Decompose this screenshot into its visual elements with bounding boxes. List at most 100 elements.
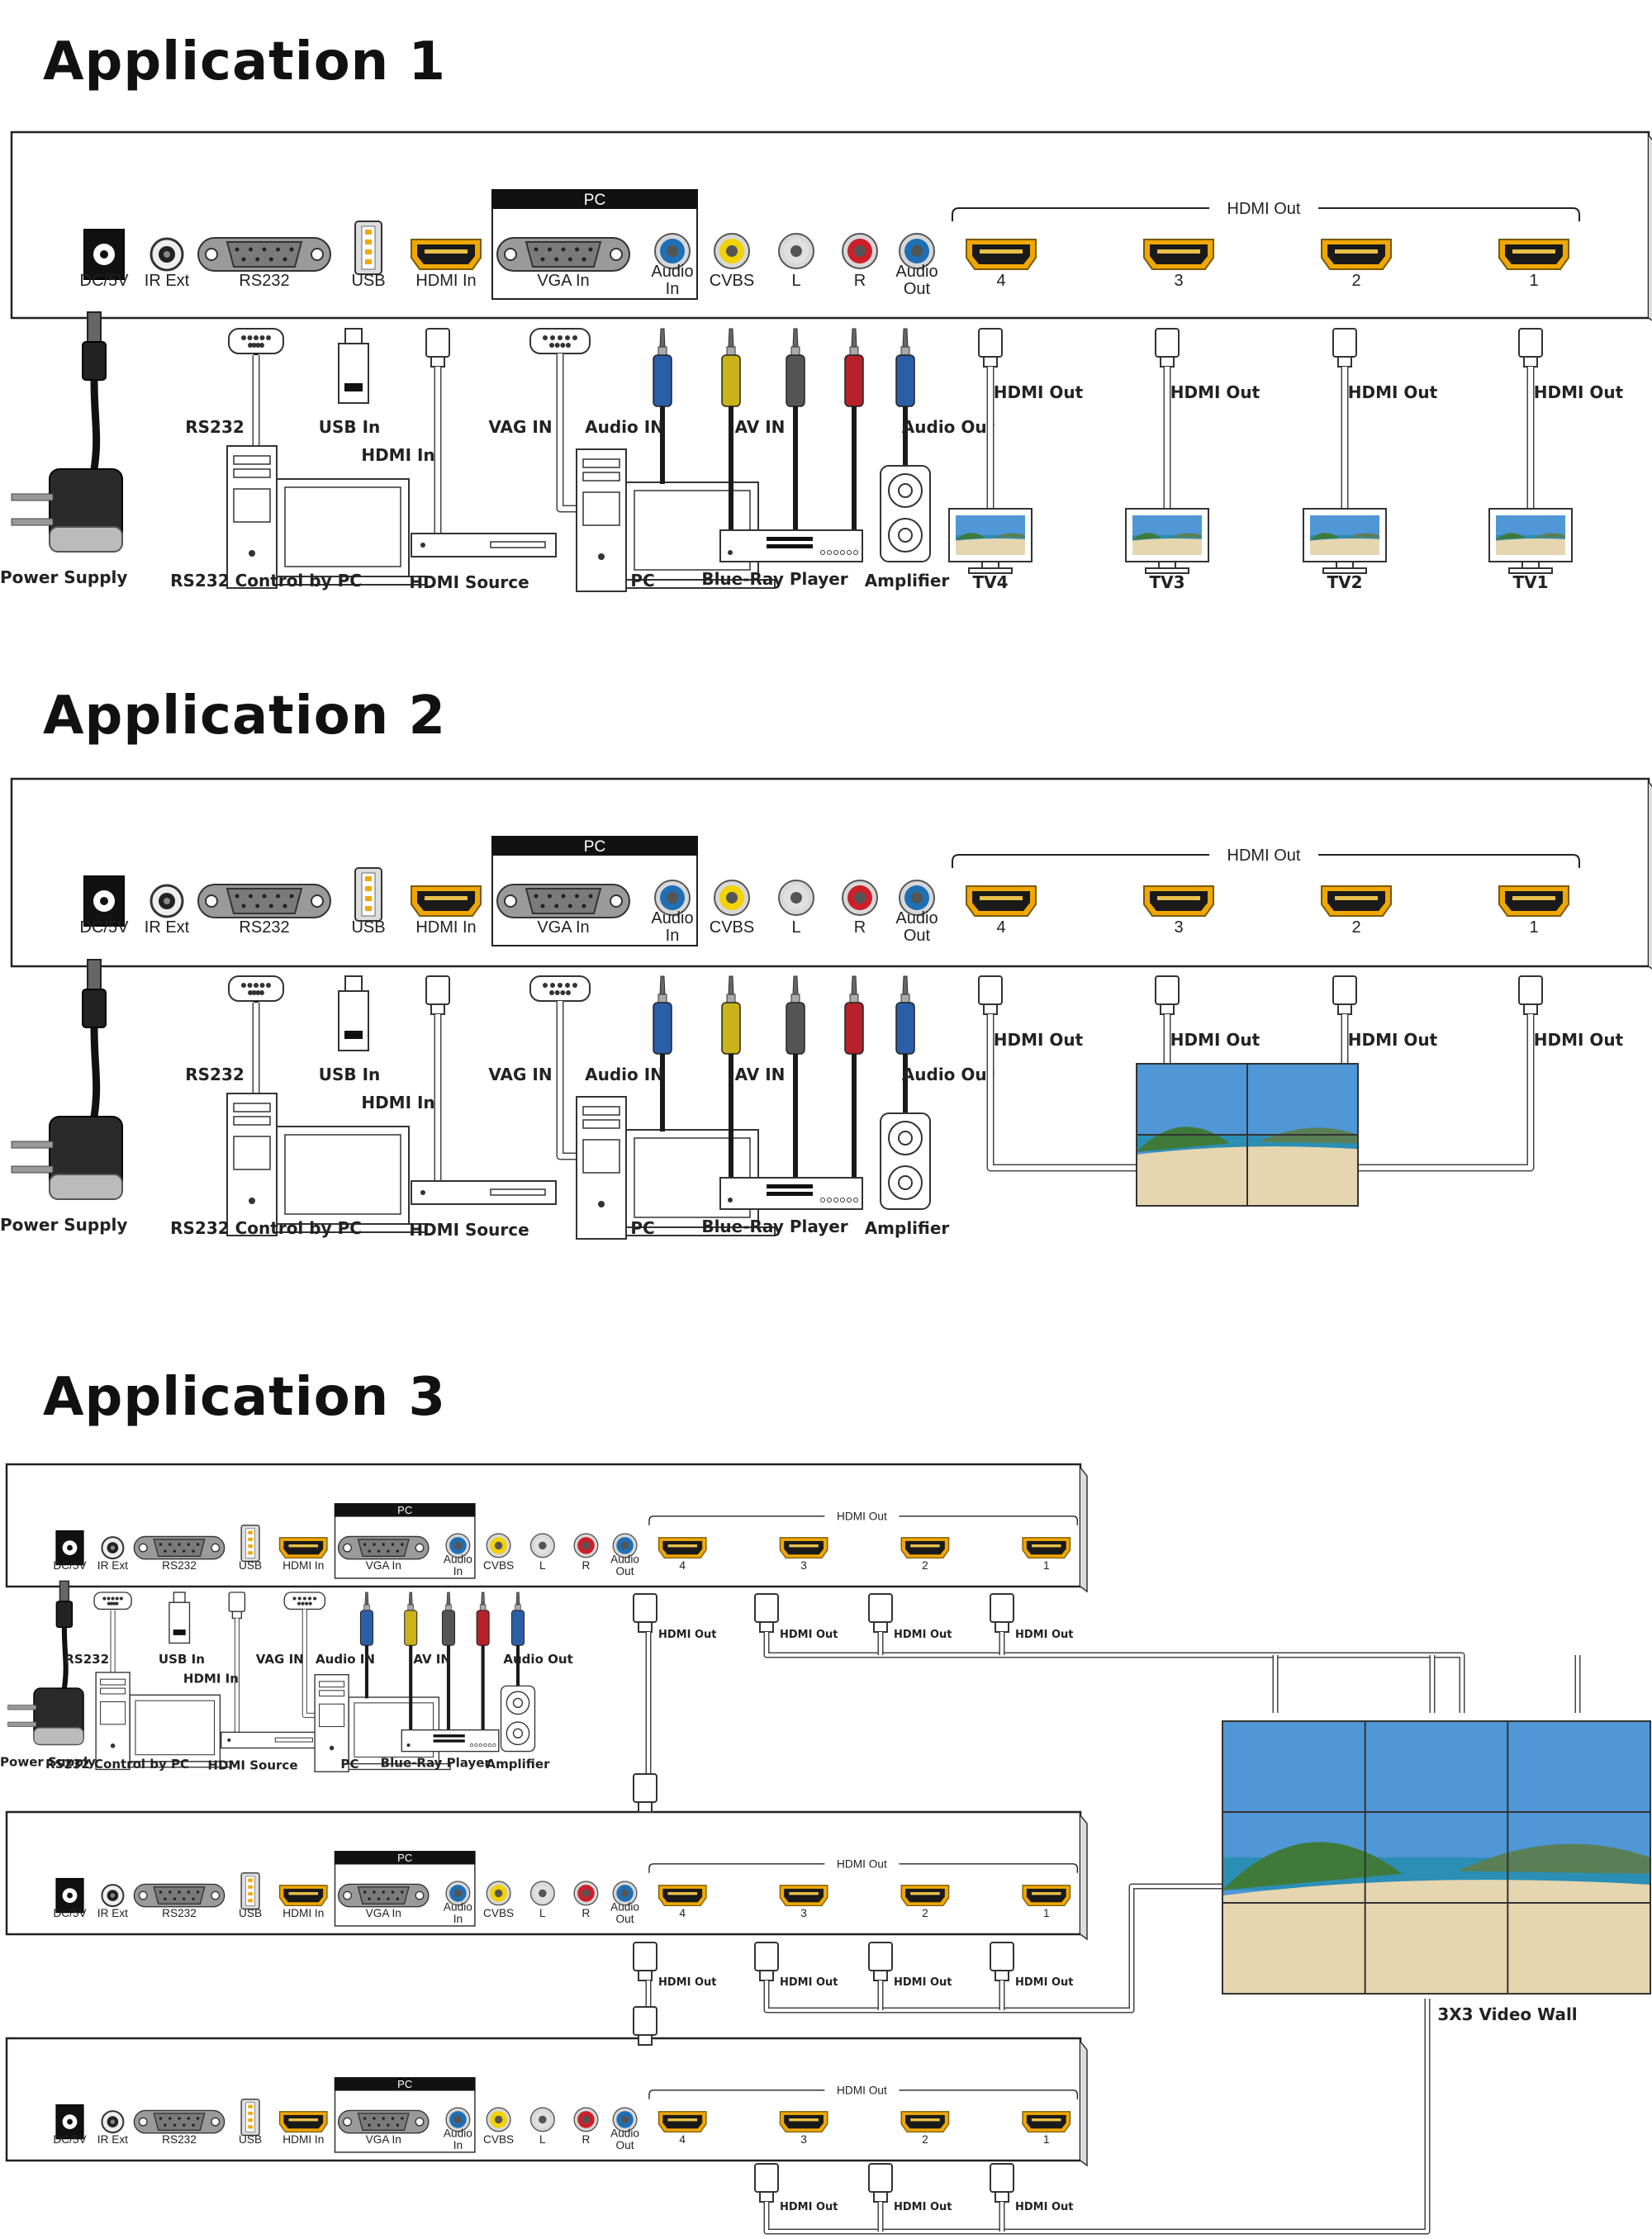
bluray-button xyxy=(478,1743,482,1748)
hdmi-out-group-label: HDMI Out xyxy=(1227,200,1301,218)
device-label-power-supply: Power Supply xyxy=(0,1215,127,1235)
palms xyxy=(1222,1842,1403,1890)
jack-tip xyxy=(481,1591,486,1606)
hdmi-port-inner xyxy=(417,891,475,911)
db-screw xyxy=(138,1543,148,1553)
db-plug-pin xyxy=(266,983,271,988)
usb-port-icon xyxy=(354,867,382,922)
cable-label-audio-in: Audio IN xyxy=(585,1065,664,1084)
hdmi-plug-icon xyxy=(868,2163,893,2203)
speaker-cone xyxy=(898,1175,913,1190)
rca-center xyxy=(854,892,866,904)
usb-pin xyxy=(365,896,372,901)
db-pin xyxy=(567,257,572,262)
hdmi-plug-icon xyxy=(978,975,1003,1015)
rca-jack-icon xyxy=(654,880,691,916)
usb-pin xyxy=(248,2125,253,2129)
hdmi-out-bracket xyxy=(648,1863,1079,1873)
cable-label-rs232: RS232 xyxy=(64,1652,109,1667)
usb-tongue xyxy=(245,2102,255,2132)
jack-body xyxy=(359,1610,373,1646)
cable-label-hdmi-out: HDMI Out xyxy=(1348,1030,1438,1050)
cable-core xyxy=(765,1632,1464,1713)
cable-label-vga-in: VAG IN xyxy=(488,1065,552,1084)
db-pin xyxy=(391,1890,395,1894)
bluray-button xyxy=(840,550,845,555)
pc-drive xyxy=(582,472,620,481)
db-plug-pin xyxy=(543,983,548,988)
cable-label-vga-in: VAG IN xyxy=(488,417,552,437)
hdmi-port-inner xyxy=(662,1540,703,1555)
cable-label-usb-in: USB In xyxy=(159,1652,205,1667)
hdmi-plug-icon xyxy=(1518,328,1543,368)
hdmi-port-pins xyxy=(1512,896,1555,900)
dc-jack-icon xyxy=(83,875,125,927)
sand xyxy=(956,538,1025,555)
jack-collar xyxy=(849,346,859,356)
rca-center xyxy=(620,2115,629,2124)
port-label-audio-out: Audio xyxy=(895,263,938,281)
ir-jack-icon xyxy=(101,1536,125,1560)
hdmi-port-pins xyxy=(1157,896,1200,900)
hdmi-port-icon xyxy=(1498,239,1569,270)
hill xyxy=(1348,533,1379,538)
port-label-hdmi-out: 4 xyxy=(679,1907,686,1919)
device-label-rs232-control-pc: RS232 Control by PC xyxy=(170,571,362,591)
db-screw xyxy=(343,2117,352,2127)
db-screw xyxy=(205,894,218,908)
db-pin xyxy=(382,2117,385,2120)
port-label-hdmi-in: HDMI In xyxy=(415,918,476,937)
port-label-hdmi-in: HDMI In xyxy=(282,2133,324,2146)
usb-plug-metal xyxy=(173,1591,186,1603)
jack-plug-icon xyxy=(786,975,805,1055)
sea xyxy=(1310,535,1379,540)
hdmi-port-pins xyxy=(1335,249,1378,254)
db-plug-pin xyxy=(566,343,571,348)
cable-label-av-in: AV IN xyxy=(413,1652,451,1667)
rca-center xyxy=(539,2115,547,2124)
hdmi-port-inner xyxy=(662,2114,703,2129)
power-adapter-icon xyxy=(11,959,123,1200)
ir-core xyxy=(110,1545,116,1550)
usb-tongue xyxy=(245,1876,255,1906)
db-pin xyxy=(561,894,566,899)
adapter-prong xyxy=(11,493,54,501)
db-plug-shell xyxy=(228,975,284,1002)
bluray-led xyxy=(406,1743,411,1748)
jack-tip xyxy=(792,328,799,348)
hdmi-port-pins xyxy=(910,2118,940,2122)
device-label-tv: TV1 xyxy=(1512,572,1548,592)
pc-power-button xyxy=(249,1198,255,1204)
usb-pin xyxy=(365,876,372,881)
rca-jack-icon xyxy=(445,1881,471,1906)
vga-port-icon xyxy=(337,1535,430,1560)
hdmi-port-inner xyxy=(784,1540,824,1555)
hdmi-plug-head xyxy=(228,1591,246,1612)
panel-body xyxy=(5,1463,1082,1588)
jack-collar xyxy=(445,1604,452,1611)
device-label-hdmi-source: HDMI Source xyxy=(409,1220,529,1240)
hdmi-plug-head xyxy=(633,1942,657,1971)
db-screw xyxy=(138,2117,148,2127)
db-plug-icon xyxy=(529,328,591,354)
jack-plug-icon xyxy=(653,328,672,407)
hdmi-plug-neck xyxy=(1523,1003,1538,1015)
hdmi-port-pins xyxy=(1157,249,1200,254)
hdmi-plug-head xyxy=(1332,328,1357,358)
rca-jack-icon xyxy=(529,2107,555,2132)
db-plug-pin xyxy=(119,1596,123,1601)
hdmi-plug-head xyxy=(1518,328,1543,358)
device-label-bluray: Blue-Ray Player xyxy=(701,569,847,589)
hdmi-port-pins xyxy=(789,1891,819,1895)
source-box-slot xyxy=(490,541,546,548)
db-pin xyxy=(192,1549,195,1553)
db-plug-pin xyxy=(109,1601,114,1606)
hdmi-port-inner xyxy=(1026,2114,1066,2129)
db-pin xyxy=(255,257,260,262)
db-pin xyxy=(368,1897,371,1900)
hdmi-plug-neck xyxy=(995,2191,1009,2203)
adapter-base xyxy=(49,526,123,553)
port-label-ir: IR Ext xyxy=(97,2133,128,2146)
hdmi-plug-neck xyxy=(995,1970,1009,1981)
